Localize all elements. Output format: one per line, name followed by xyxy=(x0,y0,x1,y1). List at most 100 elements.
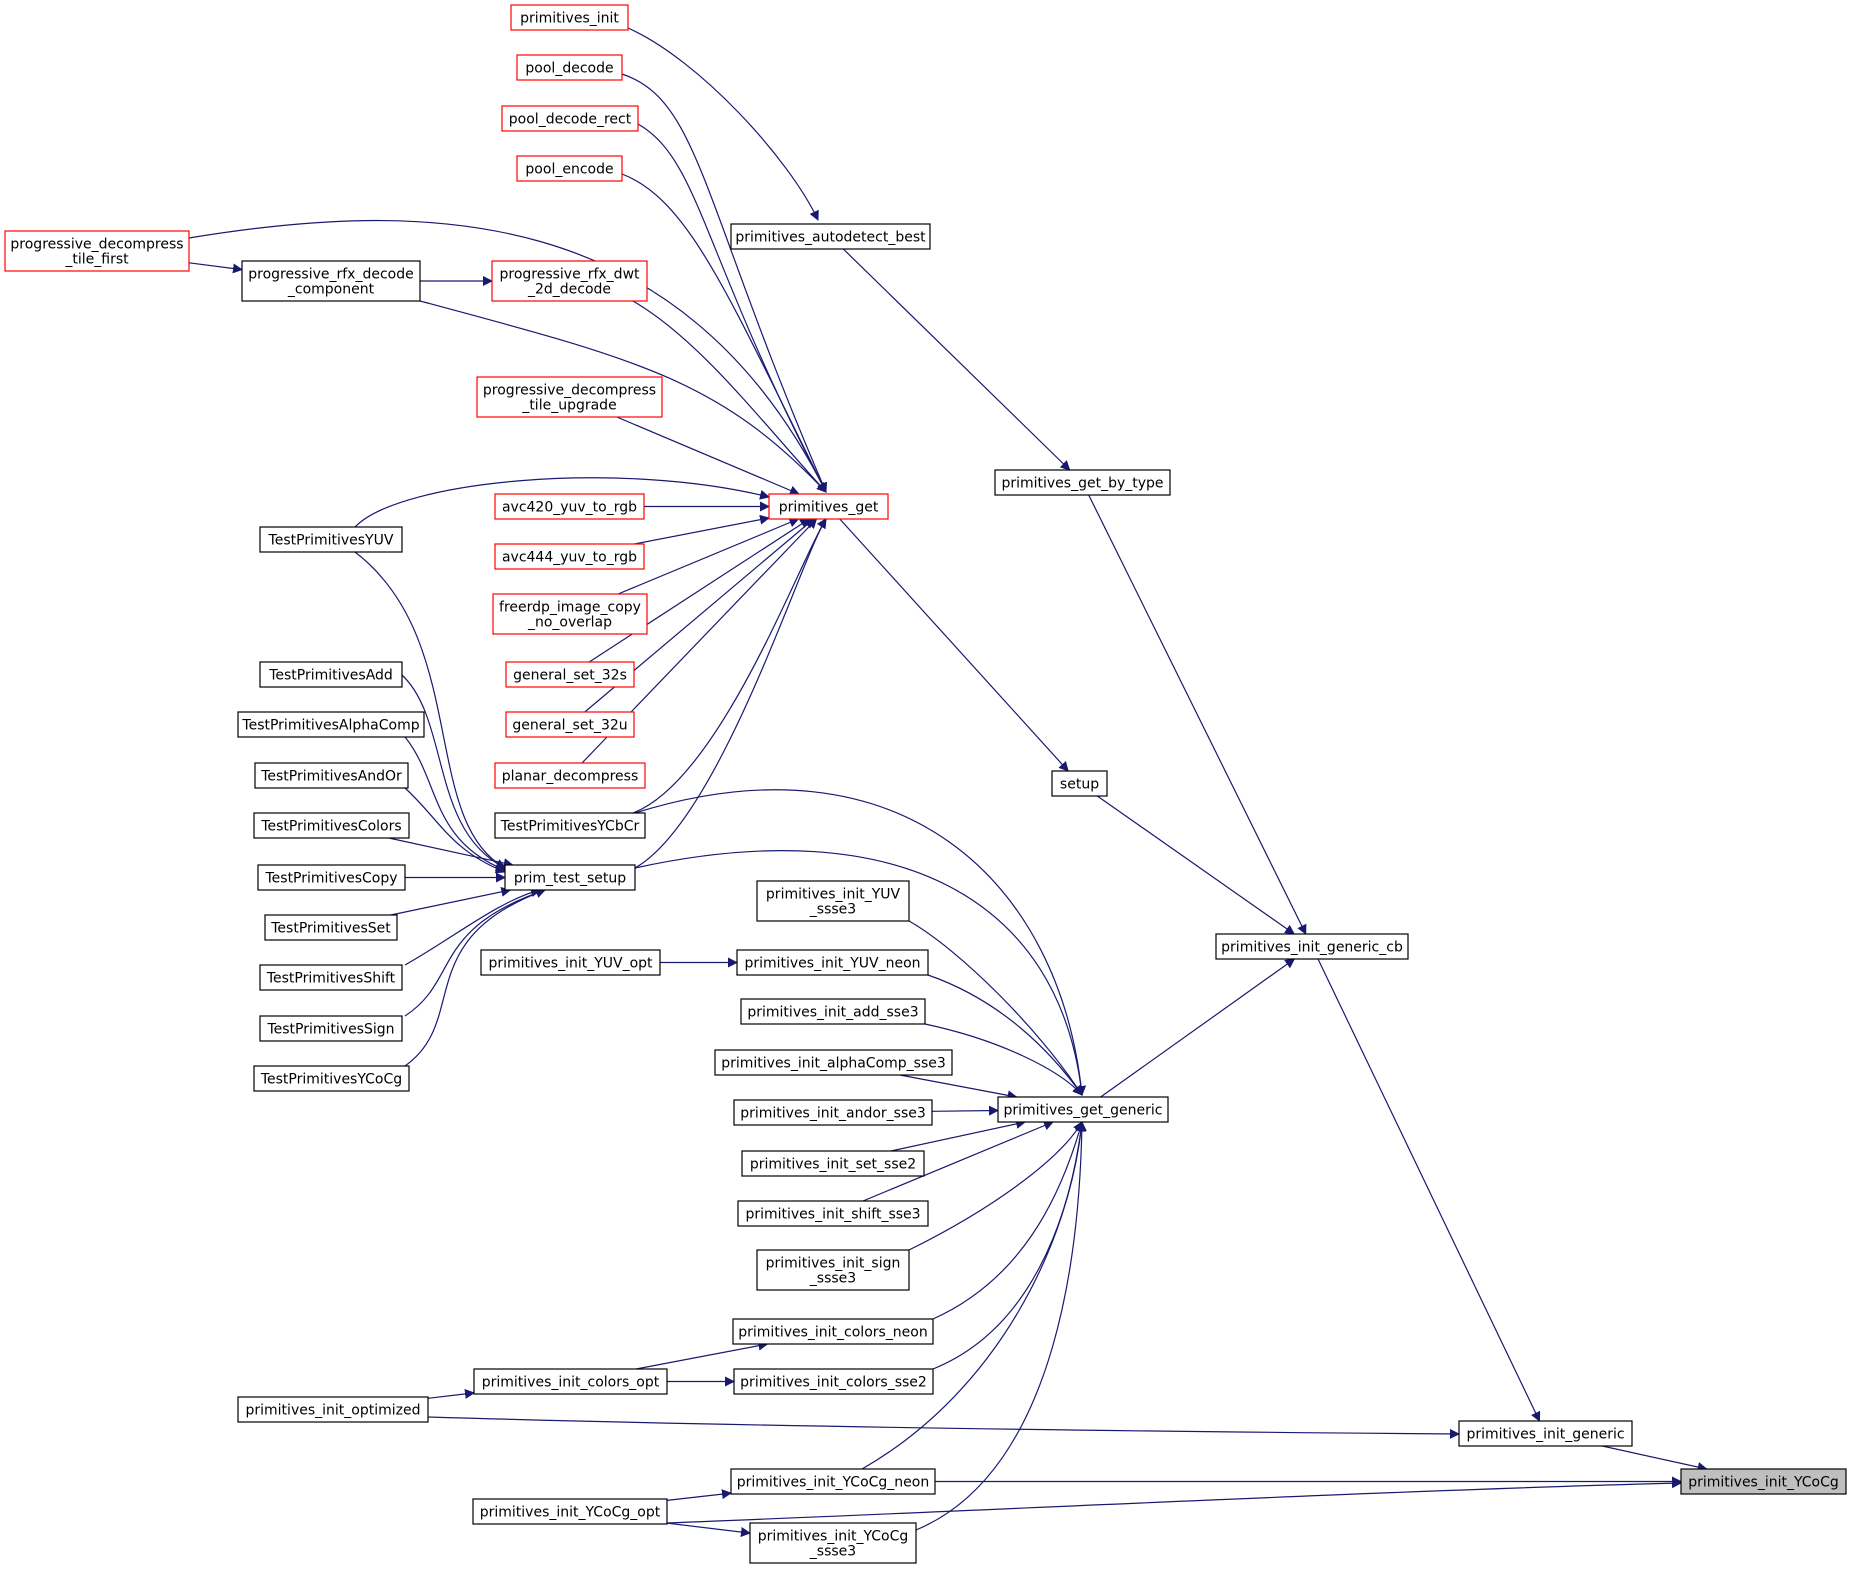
edge-primitives_init_YUV_neon-to-primitives_get_generic xyxy=(927,974,1083,1096)
node-box xyxy=(505,711,635,738)
node-pool_decode[interactable]: pool_decode xyxy=(516,54,623,81)
node-box xyxy=(494,762,646,789)
edge-pool_encode-to-primitives_get xyxy=(621,173,827,493)
edge-TestPrimitivesSign-to-prim_test_setup xyxy=(404,888,546,1017)
node-box xyxy=(1051,770,1108,797)
node-box xyxy=(259,1015,403,1042)
node-primitives_init_YCoCg_neon[interactable]: primitives_init_YCoCg_neon xyxy=(730,1468,936,1495)
node-TestPrimitivesSign[interactable]: TestPrimitivesSign xyxy=(259,1015,403,1042)
node-TestPrimitivesShift[interactable]: TestPrimitivesShift xyxy=(259,964,403,991)
node-general_set_32s[interactable]: general_set_32s xyxy=(505,661,635,688)
node-primitives_init_colors_neon[interactable]: primitives_init_colors_neon xyxy=(732,1318,934,1345)
node-primitives_init[interactable]: primitives_init xyxy=(510,4,629,31)
node-primitives_get_generic[interactable]: primitives_get_generic xyxy=(997,1096,1169,1123)
edge-path xyxy=(616,416,800,496)
node-label: primitives_get_by_type xyxy=(1001,476,1163,492)
node-label: TestPrimitivesYCoCg xyxy=(260,1072,402,1088)
node-box xyxy=(730,223,931,250)
node-TestPrimitivesSet[interactable]: TestPrimitivesSet xyxy=(264,914,398,941)
edge-TestPrimitivesShift-to-prim_test_setup xyxy=(404,887,541,966)
node-primitives_autodetect_best[interactable]: primitives_autodetect_best xyxy=(730,223,931,250)
node-primitives_init_optimized[interactable]: primitives_init_optimized xyxy=(237,1396,429,1423)
node-TestPrimitivesYCoCg[interactable]: TestPrimitivesYCoCg xyxy=(253,1065,410,1092)
edge-primitives_init_set_sse2-to-primitives_get_generic xyxy=(890,1119,1027,1152)
node-label: _tile_upgrade xyxy=(521,398,616,414)
node-primitives_init_sign_ssse3[interactable]: primitives_init_sign_ssse3 xyxy=(756,1249,910,1291)
edge-primitives_init_YCoCg_opt-to-primitives_init_YCoCg xyxy=(666,1478,1682,1524)
node-TestPrimitivesAdd[interactable]: TestPrimitivesAdd xyxy=(259,661,403,688)
edge-path xyxy=(632,518,827,814)
node-primitives_init_YCoCg_ssse3[interactable]: primitives_init_YCoCg_ssse3 xyxy=(749,1522,917,1564)
node-primitives_init_generic_cb[interactable]: primitives_init_generic_cb xyxy=(1215,933,1409,960)
node-planar_decompress[interactable]: planar_decompress xyxy=(494,762,646,789)
node-box xyxy=(254,762,409,789)
node-primitives_init_colors_sse2[interactable]: primitives_init_colors_sse2 xyxy=(733,1368,934,1395)
node-TestPrimitivesColors[interactable]: TestPrimitivesColors xyxy=(253,812,410,839)
node-TestPrimitivesYCbCr[interactable]: TestPrimitivesYCbCr xyxy=(494,812,646,839)
edge-pool_decode-to-primitives_get xyxy=(621,73,828,493)
edge-primitives_init_optimized-to-primitives_init_generic xyxy=(427,1416,1460,1439)
node-primitives_init_add_sse3[interactable]: primitives_init_add_sse3 xyxy=(740,998,926,1025)
node-primitives_init_YUV_neon[interactable]: primitives_init_YUV_neon xyxy=(736,949,929,976)
edge-path xyxy=(1317,958,1541,1422)
edge-path xyxy=(401,674,506,869)
edge-path xyxy=(635,1340,769,1370)
node-primitives_init_shift_sse3[interactable]: primitives_init_shift_sse3 xyxy=(737,1200,929,1227)
node-primitives_init_set_sse2[interactable]: primitives_init_set_sse2 xyxy=(741,1150,925,1177)
node-setup[interactable]: setup xyxy=(1051,770,1108,797)
node-general_set_32u[interactable]: general_set_32u xyxy=(505,711,635,738)
edge-path xyxy=(927,974,1083,1096)
node-prim_test_setup[interactable]: prim_test_setup xyxy=(504,864,636,891)
node-primitives_init_alphaComp_sse3[interactable]: primitives_init_alphaComp_sse3 xyxy=(714,1049,953,1076)
edge-path xyxy=(404,888,546,1067)
node-box xyxy=(491,260,648,302)
edge-TestPrimitivesYCbCr-to-primitives_get xyxy=(632,518,827,814)
node-box xyxy=(756,1249,910,1291)
edge-path xyxy=(354,551,506,869)
node-primitives_init_YUV_ssse3[interactable]: primitives_init_YUV_ssse3 xyxy=(756,880,910,922)
edge-progressive_rfx_dwt_2d_decode-to-primitives_get xyxy=(632,300,827,493)
node-avc444_yuv_to_rgb[interactable]: avc444_yuv_to_rgb xyxy=(494,543,645,570)
edge-freerdp_image_copy_no_overlap-to-primitives_get xyxy=(617,517,800,595)
node-box xyxy=(1215,933,1409,960)
edge-primitives_init_generic_cb-to-primitives_init_generic xyxy=(1317,958,1541,1422)
edge-path xyxy=(842,248,1071,471)
node-box xyxy=(768,493,889,520)
edge-primitives_init_YCoCg_ssse3-to-primitives_get_generic xyxy=(915,1121,1087,1531)
edge-path xyxy=(404,787,506,874)
node-box xyxy=(237,711,425,738)
node-primitives_init_colors_opt[interactable]: primitives_init_colors_opt xyxy=(473,1368,668,1395)
edge-primitives_autodetect_best-to-primitives_get_by_type xyxy=(842,248,1071,471)
node-TestPrimitivesCopy[interactable]: TestPrimitivesCopy xyxy=(257,864,406,891)
node-label: primitives_init_YUV_opt xyxy=(488,956,653,972)
node-label: primitives_init_generic xyxy=(1466,1427,1624,1443)
node-primitives_init_generic[interactable]: primitives_init_generic xyxy=(1458,1420,1633,1447)
edge-path xyxy=(666,1489,732,1501)
node-avc420_yuv_to_rgb[interactable]: avc420_yuv_to_rgb xyxy=(494,493,645,520)
node-progressive_decompress_tile_first[interactable]: progressive_decompress_tile_first xyxy=(4,230,190,272)
node-label: TestPrimitivesAdd xyxy=(268,668,393,684)
node-progressive_rfx_decode_component[interactable]: progressive_rfx_decode_component xyxy=(241,260,421,302)
node-progressive_rfx_dwt_2d_decode[interactable]: progressive_rfx_dwt_2d_decode xyxy=(491,260,648,302)
node-primitives_init_andor_sse3[interactable]: primitives_init_andor_sse3 xyxy=(733,1099,933,1126)
node-label: _no_overlap xyxy=(527,615,612,631)
node-primitives_get[interactable]: primitives_get xyxy=(768,493,889,520)
node-pool_encode[interactable]: pool_encode xyxy=(516,155,623,182)
node-label: primitives_get_generic xyxy=(1004,1103,1163,1119)
node-progressive_decompress_tile_upgrade[interactable]: progressive_decompress_tile_upgrade xyxy=(476,376,663,418)
node-label: primitives_init_YUV_neon xyxy=(744,956,920,972)
node-primitives_get_by_type[interactable]: primitives_get_by_type xyxy=(994,469,1171,496)
node-label: pool_decode_rect xyxy=(509,112,632,128)
node-TestPrimitivesAlphaComp[interactable]: TestPrimitivesAlphaComp xyxy=(237,711,425,738)
node-pool_decode_rect[interactable]: pool_decode_rect xyxy=(501,105,639,132)
node-primitives_init_YUV_opt[interactable]: primitives_init_YUV_opt xyxy=(480,949,661,976)
node-freerdp_image_copy_no_overlap[interactable]: freerdp_image_copy_no_overlap xyxy=(492,593,648,635)
edge-TestPrimitivesAdd-to-prim_test_setup xyxy=(401,674,506,869)
node-TestPrimitivesAndOr[interactable]: TestPrimitivesAndOr xyxy=(254,762,409,789)
node-TestPrimitivesYUV[interactable]: TestPrimitivesYUV xyxy=(259,526,403,553)
node-label: _ssse3 xyxy=(809,1271,856,1287)
node-label: primitives_init_colors_neon xyxy=(738,1325,927,1341)
node-primitives_init_YCoCg_opt[interactable]: primitives_init_YCoCg_opt xyxy=(472,1498,668,1525)
node-layer: primitives_init_YCoCgprimitives_init_gen… xyxy=(4,4,1847,1564)
